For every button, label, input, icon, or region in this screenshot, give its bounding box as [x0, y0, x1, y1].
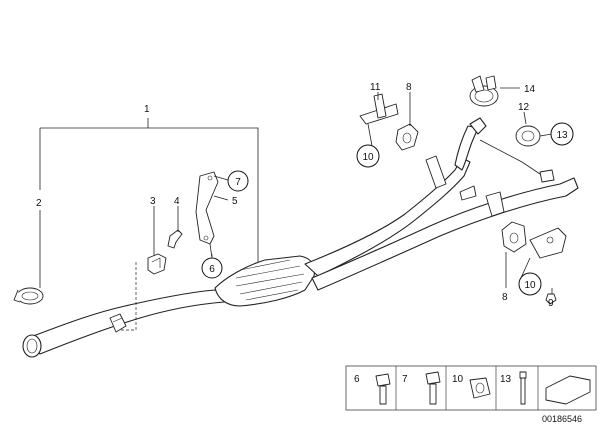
callout-3: 3 [150, 196, 156, 207]
bracket-part-4 [167, 229, 183, 249]
fastener-legend: 6 7 10 13 [345, 365, 597, 411]
rear-exhaust-pipes [304, 117, 579, 291]
nut-part-8 [545, 293, 557, 305]
callout-12: 12 [518, 102, 530, 113]
bracket-part-5 [195, 171, 219, 245]
callout-14: 14 [524, 84, 536, 95]
callout-4: 4 [174, 196, 180, 207]
legend-item-10-label: 10 [452, 374, 464, 385]
callout-8-upper-label: 8 [406, 82, 412, 93]
callout-2: 2 [36, 198, 42, 209]
legend-item-10: 10 [452, 374, 491, 399]
callout-10-lower: 10 [518, 272, 542, 296]
screw-icon [519, 371, 527, 405]
rubber-mount-part-9-upper [395, 123, 419, 151]
clamp-part-2 [13, 287, 44, 305]
leader-lines [39, 87, 553, 331]
front-exhaust-pipe [22, 289, 229, 358]
legend-item-13-label: 13 [500, 374, 512, 385]
callout-9-label: 9 [548, 298, 554, 309]
callout-10-upper-label: 10 [362, 152, 374, 163]
callout-6: 6 [201, 257, 223, 279]
pipe-clamp [109, 313, 127, 333]
bolt-icon [375, 373, 391, 405]
pipe-strap [425, 155, 447, 189]
callout-5: 5 [232, 196, 238, 207]
rubber-mount-part-12 [515, 125, 541, 147]
legend-item-13: 13 [500, 371, 527, 405]
callout-1-label: 1 [144, 104, 150, 115]
rear-hanger-bracket [459, 139, 555, 217]
bolt-icon [425, 371, 441, 405]
callout-7-label: 7 [235, 177, 241, 188]
callout-11: 11 [370, 82, 381, 93]
wedge-arrow-icon [545, 375, 591, 405]
nut-icon [469, 377, 491, 399]
callout-11-label: 11 [370, 82, 381, 93]
callout-8-lower-label: 8 [502, 292, 508, 303]
rubber-mount-part-3 [147, 253, 167, 275]
legend-item-7-label: 7 [402, 374, 408, 385]
clamp-part-14 [469, 75, 499, 107]
callout-14-label: 14 [524, 84, 536, 95]
callout-2-label: 2 [36, 198, 42, 209]
callout-10-upper: 10 [356, 144, 380, 168]
callout-7: 7 [227, 170, 249, 192]
callout-1: 1 [144, 104, 150, 115]
callout-8-lower: 8 [502, 292, 508, 303]
callout-13-label: 13 [556, 130, 568, 141]
bracket-part-lower-right [529, 227, 567, 259]
callout-13: 13 [550, 122, 574, 146]
callout-9: 9 [548, 298, 554, 309]
callout-10-lower-label: 10 [524, 280, 536, 291]
legend-item-6: 6 [354, 373, 391, 405]
callout-12-label: 12 [518, 102, 530, 113]
callout-8-upper: 8 [406, 82, 412, 93]
callout-6-label: 6 [209, 264, 215, 275]
rubber-mount-part-9-lower [501, 221, 527, 253]
legend-item-6-label: 6 [354, 374, 360, 385]
callout-5-label: 5 [232, 196, 238, 207]
document-id: 00186546 [542, 414, 582, 424]
bracket-part-11 [359, 93, 399, 125]
callout-3-label: 3 [150, 196, 156, 207]
catalytic-converter [214, 255, 316, 307]
legend-item-7: 7 [402, 371, 441, 405]
callout-4-label: 4 [174, 196, 180, 207]
